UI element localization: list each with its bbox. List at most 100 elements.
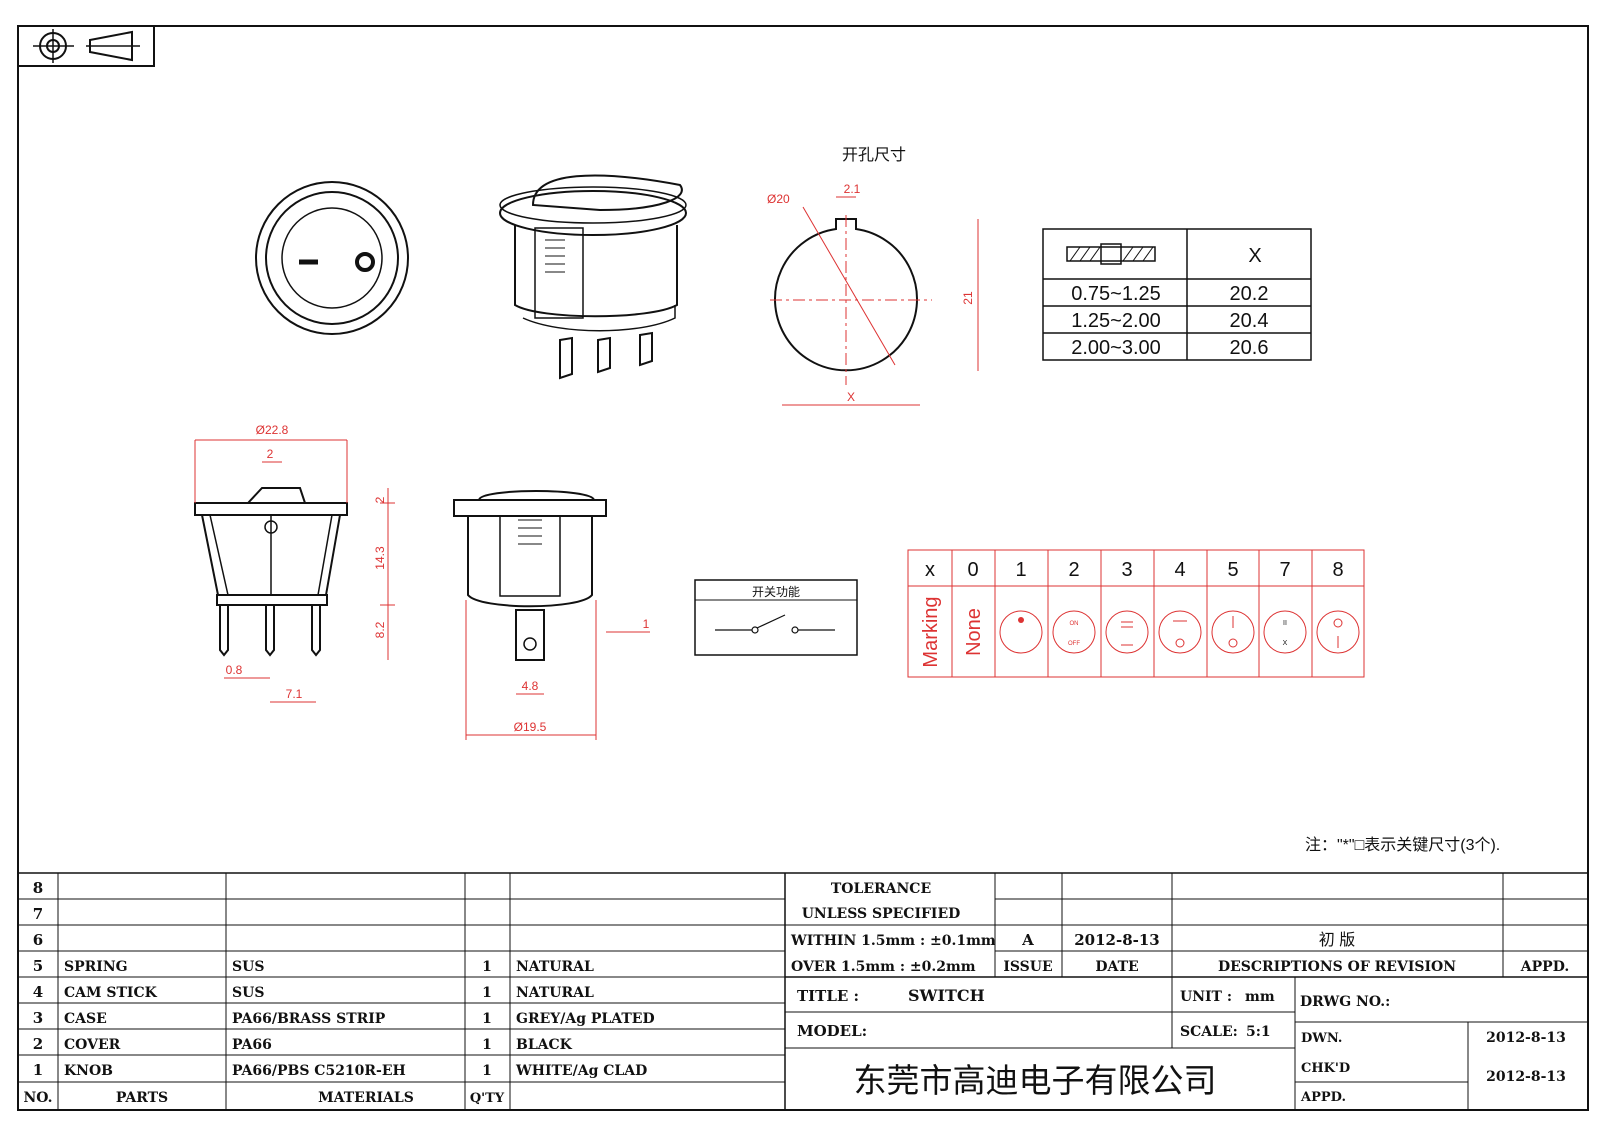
hatched-panel-icon xyxy=(1066,243,1156,265)
isometric-view-drawing xyxy=(499,174,687,380)
marking-symbol-1 xyxy=(999,610,1043,654)
scale-value: 5:1 xyxy=(1246,1024,1271,1040)
title-block: TOLERANCE UNLESS SPECIFIED WITHIN 1.5mm … xyxy=(785,872,1588,1110)
bom-material-5: SUS xyxy=(232,959,264,975)
marking-symbol-3 xyxy=(1105,610,1149,654)
switch-function-box: 开关功能 xyxy=(694,579,858,656)
bom-no-4: 4 xyxy=(33,983,43,1001)
dim-side-pitch: 7.1 xyxy=(286,687,303,701)
unit-label: UNIT : xyxy=(1180,989,1232,1005)
bom-head-parts: PARTS xyxy=(116,1090,168,1106)
bom-material-1: PA66/PBS C5210R-EH xyxy=(232,1063,406,1079)
approved-label: APPD. xyxy=(1300,1090,1346,1105)
thickness-row-2-range: 1.25~2.00 xyxy=(1071,310,1161,332)
top-view-drawing xyxy=(255,181,409,335)
bom-head-materials: MATERIALS xyxy=(318,1090,414,1106)
marking-code-3: 3 xyxy=(1121,559,1132,581)
bom-finish-2: BLACK xyxy=(516,1037,573,1053)
title-value: SWITCH xyxy=(908,986,985,1005)
tolerance-title: TOLERANCE xyxy=(831,881,931,897)
marking-code-7: 7 xyxy=(1279,559,1290,581)
dim-side-body: 14.3 xyxy=(373,546,387,570)
drawn-date: 2012-8-13 xyxy=(1486,1030,1566,1046)
thickness-row-1-range: 0.75~1.25 xyxy=(1071,283,1161,305)
bom-finish-5: NATURAL xyxy=(516,959,594,975)
marking-none: None xyxy=(963,608,985,656)
checked-date: 2012-8-13 xyxy=(1486,1069,1566,1085)
bom-head-qty: Q'TY xyxy=(470,1091,505,1106)
bom-part-4: CAM STICK xyxy=(64,985,158,1001)
revision-description: 初 版 xyxy=(1319,931,1355,949)
bom-part-3: CASE xyxy=(64,1011,107,1027)
bom-qty-5: 1 xyxy=(482,959,492,975)
scale-label: SCALE: xyxy=(1180,1024,1238,1040)
tolerance-over: OVER 1.5mm : ±0.2mm xyxy=(791,959,976,975)
issue-date: 2012-8-13 xyxy=(1074,931,1160,949)
marking-symbol-8 xyxy=(1316,610,1360,654)
bom-qty-2: 1 xyxy=(482,1037,492,1053)
bom-no-5: 5 xyxy=(33,957,43,975)
thickness-row-3-x: 20.6 xyxy=(1230,337,1269,359)
checked-label: CHK'D xyxy=(1301,1061,1350,1076)
projection-symbol xyxy=(17,25,155,67)
thickness-row-1-x: 20.2 xyxy=(1230,283,1269,305)
marking-code-4: 4 xyxy=(1174,559,1185,581)
panel-cutout-drawing: 开孔尺寸 Ø20 2.1 21 X xyxy=(767,146,979,406)
date-label: DATE xyxy=(1095,959,1138,975)
bom-part-5: SPRING xyxy=(64,959,128,975)
bom-no-7: 7 xyxy=(33,905,43,923)
bom-finish-3: GREY/Ag PLATED xyxy=(516,1011,655,1027)
marking-symbol-2: ON OFF xyxy=(1052,610,1096,654)
dim-side-pin-width: 0.8 xyxy=(226,663,243,677)
dim-front-dia: Ø19.5 xyxy=(514,720,547,734)
bom-finish-4: NATURAL xyxy=(516,985,594,1001)
bom-no-8: 8 xyxy=(33,879,43,897)
marking-symbol-5 xyxy=(1211,610,1255,654)
marking-symbol-4 xyxy=(1158,610,1202,654)
bom-material-4: SUS xyxy=(232,985,264,1001)
bom-material-3: PA66/BRASS STRIP xyxy=(232,1011,386,1027)
unit-value: mm xyxy=(1245,989,1275,1005)
marking-head-x: x xyxy=(925,559,935,581)
appd-label: APPD. xyxy=(1520,959,1569,975)
sheet-border xyxy=(17,25,1589,1111)
drawn-label: DWN. xyxy=(1301,1031,1342,1046)
critical-dimension-note: 注："*"□表示关键尺寸(3个). xyxy=(1305,836,1500,854)
bom-head-no: NO. xyxy=(23,1090,52,1106)
tolerance-within: WITHIN 1.5mm : ±0.1mm xyxy=(790,933,996,949)
svg-text:OFF: OFF xyxy=(1068,641,1080,647)
switch-function-label: 开关功能 xyxy=(752,585,800,599)
thickness-row-2-x: 20.4 xyxy=(1230,310,1269,332)
svg-text:X: X xyxy=(1283,640,1288,647)
dim-side-pin: 8.2 xyxy=(373,621,387,638)
thickness-row-3-range: 2.00~3.00 xyxy=(1071,337,1161,359)
cutout-title: 开孔尺寸 xyxy=(842,146,906,164)
marking-code-8: 8 xyxy=(1332,559,1343,581)
dim-cutout-height: 21 xyxy=(961,291,975,305)
marking-code-5: 5 xyxy=(1227,559,1238,581)
bom-no-1: 1 xyxy=(33,1061,43,1079)
marking-symbol-7: II X xyxy=(1263,610,1307,654)
title-label: TITLE : xyxy=(797,987,859,1005)
dim-cutout-width: X xyxy=(847,390,855,404)
svg-text:ON: ON xyxy=(1070,621,1079,627)
dim-side-dia: Ø22.8 xyxy=(256,423,289,437)
bom-qty-4: 1 xyxy=(482,985,492,1001)
panel-thickness-table: X 0.75~1.25 20.2 1.25~2.00 20.4 2.00~3.0… xyxy=(1042,228,1312,361)
dim-cutout-dia: Ø20 xyxy=(767,192,790,206)
issue-label: ISSUE xyxy=(1003,959,1052,975)
marking-code-0: 0 xyxy=(967,559,978,581)
bom-qty-3: 1 xyxy=(482,1011,492,1027)
svg-text:II: II xyxy=(1283,620,1287,627)
bom-part-2: COVER xyxy=(64,1037,121,1053)
bom-qty-1: 1 xyxy=(482,1063,492,1079)
bom-part-1: KNOB xyxy=(64,1063,113,1079)
dim-cutout-slot: 2.1 xyxy=(844,182,861,196)
bom-no-6: 6 xyxy=(33,931,43,949)
side-view-drawing: Ø22.8 2 2 14.3 8.2 0.8 7.1 xyxy=(194,423,395,703)
tolerance-unless: UNLESS SPECIFIED xyxy=(802,906,961,922)
dim-front-tab: 4.8 xyxy=(522,679,539,693)
bom-material-2: PA66 xyxy=(232,1037,272,1053)
